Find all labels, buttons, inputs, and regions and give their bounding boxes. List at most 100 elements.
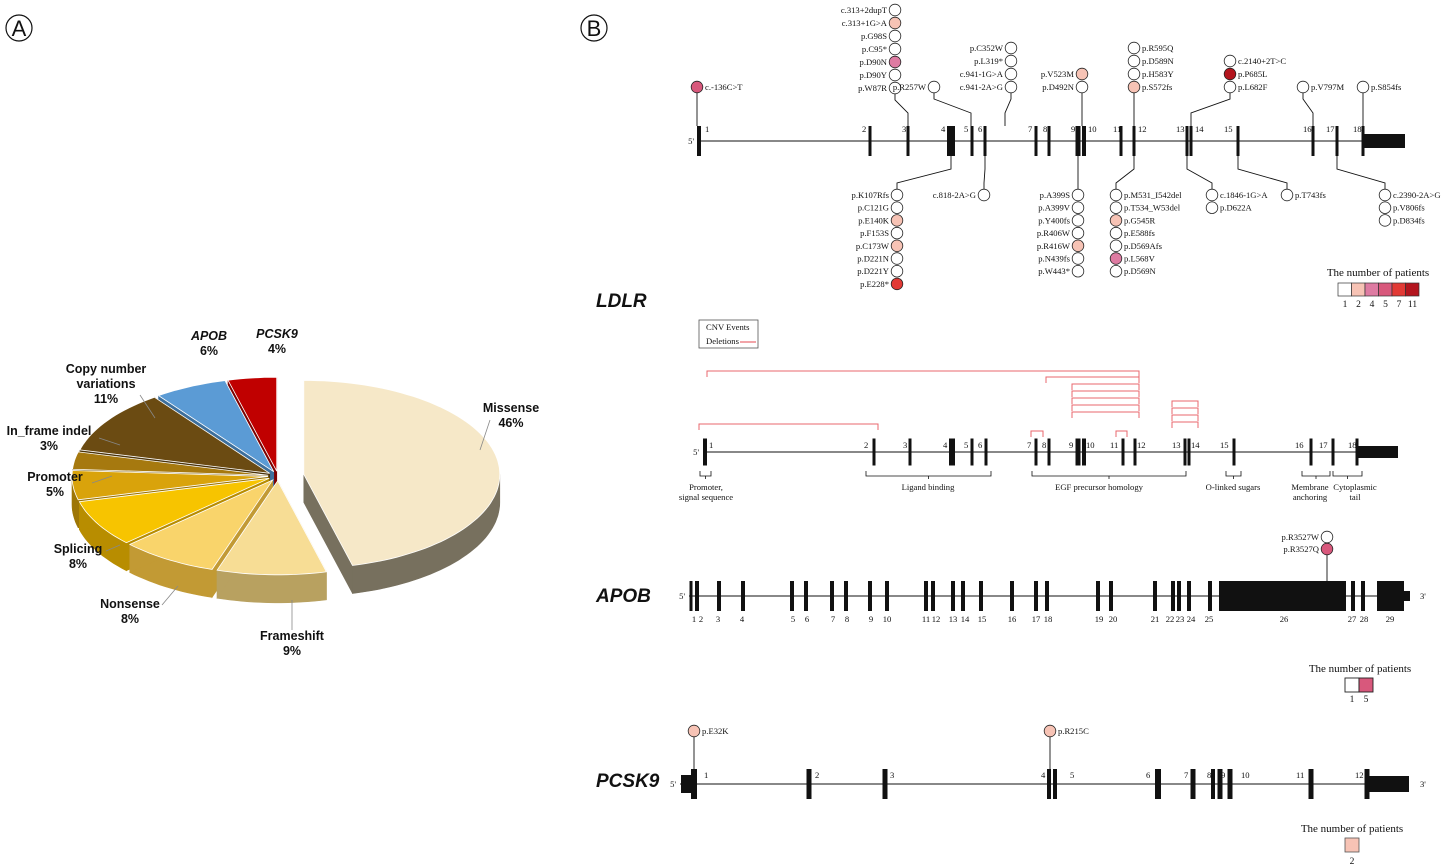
ldlr-above-stem bbox=[933, 93, 972, 126]
ldlr-mutation-marker bbox=[1127, 80, 1141, 94]
ldlr-mutation-label: c.313+2dupT bbox=[841, 5, 888, 15]
ldlr-legend-value: 1 bbox=[1343, 300, 1348, 310]
apob-exon-16 bbox=[1010, 581, 1014, 611]
ldlr-mutation-label: p.D90N bbox=[860, 57, 888, 67]
apob-exon-label: 5 bbox=[791, 614, 795, 624]
apob-exon-1 bbox=[689, 581, 693, 611]
pie-label-value: 9% bbox=[283, 644, 301, 658]
cnv-deletion-bracket bbox=[1071, 390, 1140, 397]
ldlr-exon-label: 12 bbox=[1138, 124, 1147, 134]
ldlr-exon-2 bbox=[868, 126, 872, 156]
apob-exon-25 bbox=[1208, 581, 1212, 611]
apob-exon-3 bbox=[717, 581, 721, 611]
ldlr-legend-title: The number of patients bbox=[1327, 267, 1429, 279]
pcsk9-exon-label: 11 bbox=[1296, 770, 1304, 780]
ldlr-mutation-marker bbox=[890, 201, 904, 214]
ldlr-mutation-marker bbox=[1004, 67, 1018, 81]
cnv-domain-label: Ligand binding bbox=[902, 482, 955, 492]
ldlr-legend-swatch bbox=[1405, 282, 1420, 297]
cnv-domain-bracket bbox=[1301, 471, 1331, 479]
pcsk9-exon-4 bbox=[1047, 769, 1051, 799]
pcsk9-mutation-marker bbox=[687, 724, 701, 738]
cnv-legend-item: Deletions bbox=[706, 336, 740, 346]
cnv-exon-14 bbox=[1187, 438, 1191, 466]
ldlr-below-stem bbox=[1186, 156, 1213, 189]
apob-legend-swatch bbox=[1358, 677, 1374, 693]
ldlr-exon-label: 17 bbox=[1326, 124, 1335, 134]
ldlr-exon-label: 2 bbox=[862, 124, 866, 134]
ldlr-exon-7 bbox=[1034, 126, 1038, 156]
cnv-exon-11 bbox=[1121, 438, 1125, 466]
ldlr-mutation-marker bbox=[1223, 80, 1237, 94]
apob-five-prime-label: 5' bbox=[679, 591, 685, 601]
apob-exon-20 bbox=[1109, 581, 1113, 611]
apob-exon-label: 29 bbox=[1386, 614, 1395, 624]
panel-b-label: B bbox=[587, 16, 602, 41]
pie-leader-line bbox=[139, 394, 156, 419]
apob-exon-label: 18 bbox=[1044, 614, 1053, 624]
ldlr-mutation-marker bbox=[1071, 239, 1085, 253]
cnv-domain-bracket bbox=[1031, 471, 1187, 479]
ldlr-mutation-marker bbox=[1356, 80, 1370, 94]
ldlr-mutation-marker bbox=[1071, 252, 1085, 265]
ldlr-mutation-marker bbox=[1071, 188, 1085, 202]
cnv-exon-label: 1 bbox=[709, 440, 713, 450]
cnv-exon-8 bbox=[1047, 438, 1051, 466]
ldlr-mutation-label: c.818-2A>G bbox=[933, 190, 976, 200]
cnv-exon-label: 13 bbox=[1172, 440, 1181, 450]
panel-a-label-circle bbox=[5, 14, 33, 42]
pcsk9-exon-label: 6 bbox=[1146, 770, 1151, 780]
ldlr-mutation-marker bbox=[888, 3, 902, 17]
cnv-exon-label: 10 bbox=[1086, 440, 1095, 450]
ldlr-exon-5 bbox=[970, 126, 974, 156]
ldlr-mutation-marker bbox=[1071, 265, 1085, 278]
ldlr-mutation-group-below: c.818-2A>G bbox=[933, 156, 991, 202]
cnv-deletion-bracket bbox=[1030, 430, 1044, 437]
pie-label-value: 11% bbox=[94, 392, 118, 406]
cnv-deletion-bracket bbox=[1071, 411, 1140, 418]
cnv-exon-label: 15 bbox=[1220, 440, 1229, 450]
ldlr-mutation-label: p.E140K bbox=[858, 215, 890, 225]
pcsk9-exon-label: 12 bbox=[1355, 770, 1364, 780]
cnv-exon-5 bbox=[970, 438, 974, 466]
ldlr-mutation-label: c.941-2A>G bbox=[960, 82, 1003, 92]
ldlr-mutation-label: p.W443* bbox=[1038, 266, 1070, 276]
apob-exon-4 bbox=[741, 581, 745, 611]
cnv-deletion-bracket bbox=[706, 370, 1140, 377]
pie-slice-top bbox=[227, 376, 278, 472]
ldlr-mutation-marker bbox=[890, 214, 904, 227]
apob-legend-swatch bbox=[1344, 677, 1360, 693]
pcsk9-legend-swatch bbox=[1344, 837, 1360, 853]
pcsk9-exon-12 bbox=[1364, 769, 1370, 799]
ldlr-mutation-marker bbox=[1071, 201, 1085, 214]
pcsk9-legend-title: The number of patients bbox=[1301, 823, 1403, 835]
ldlr-exon-17 bbox=[1335, 126, 1339, 156]
ldlr-mutation-label: p.E228* bbox=[860, 279, 889, 289]
ldlr-mutation-group-above: c.-136C>T bbox=[690, 80, 743, 126]
ldlr-mutation-marker bbox=[1071, 214, 1085, 227]
apob-exon-11 bbox=[924, 581, 928, 611]
ldlr-exon-16 bbox=[1311, 126, 1315, 156]
apob-exon-24 bbox=[1187, 581, 1191, 611]
pie-label-value: 46% bbox=[498, 416, 523, 430]
ldlr-exon-label: 5 bbox=[964, 124, 968, 134]
ldlr-legend-value: 5 bbox=[1383, 300, 1388, 310]
cnv-exon-label: 3 bbox=[903, 440, 907, 450]
apob-exon-label: 26 bbox=[1280, 614, 1289, 624]
ldlr-cnv-map: CNV EventsDeletions5'3'12345678910111213… bbox=[679, 319, 1398, 502]
pie-label-name: Promoter bbox=[27, 470, 83, 484]
ldlr-mutation-label: p.D622A bbox=[1220, 203, 1253, 213]
pcsk9-legend-value: 2 bbox=[1350, 857, 1355, 867]
apob-exon-26 bbox=[1219, 581, 1346, 611]
apob-mutation-marker bbox=[1320, 530, 1334, 544]
ldlr-gene-name: LDLR bbox=[596, 291, 647, 312]
cnv-exon-label: 14 bbox=[1191, 440, 1200, 450]
ldlr-mutation-marker bbox=[890, 239, 904, 253]
pcsk9-mutation-label: p.E32K bbox=[702, 726, 729, 736]
